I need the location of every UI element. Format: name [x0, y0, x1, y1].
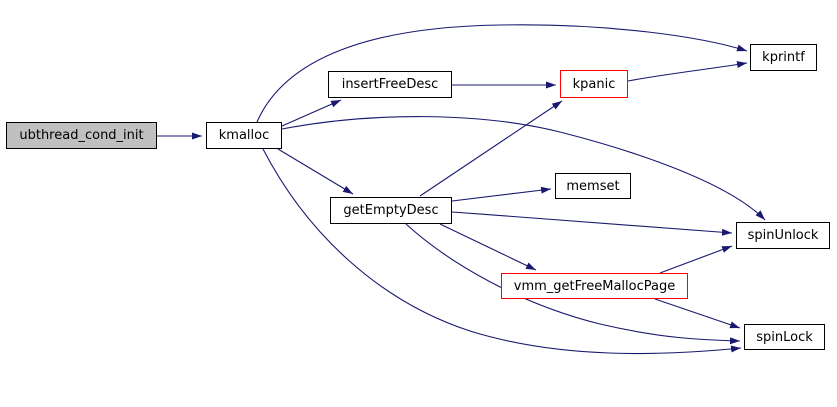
edge-vmm_getFreeMallocPage-to-spinLock	[654, 298, 741, 329]
node-insertFreeDesc[interactable]: insertFreeDesc	[328, 71, 452, 98]
edge-getEmptyDesc-to-vmm_getFreeMallocPage	[439, 223, 537, 271]
node-spinUnlock[interactable]: spinUnlock	[736, 222, 830, 249]
edge-vmm_getFreeMallocPage-to-spinUnlock	[659, 245, 733, 274]
edge-getEmptyDesc-to-memset	[451, 186, 552, 202]
edge-kmalloc-to-spinLock	[262, 148, 742, 355]
edge-kmalloc-to-insertFreeDesc	[281, 99, 342, 127]
node-memset[interactable]: memset	[555, 173, 631, 199]
edge-getEmptyDesc-to-spinLock	[405, 223, 741, 345]
node-kpanic[interactable]: kpanic	[560, 70, 628, 98]
node-kprintf[interactable]: kprintf	[750, 44, 817, 71]
node-spinLock[interactable]: spinLock	[744, 324, 825, 350]
edge-getEmptyDesc-to-spinUnlock	[451, 211, 733, 236]
node-getEmptyDesc[interactable]: getEmptyDesc	[330, 197, 452, 224]
node-vmm_getFreeMallocPage[interactable]: vmm_getFreeMallocPage	[501, 273, 688, 299]
edge-kmalloc-to-spinUnlock	[281, 116, 766, 221]
node-ubthread_cond_init: ubthread_cond_init	[6, 122, 157, 149]
edge-getEmptyDesc-to-kpanic	[419, 100, 563, 197]
edge-kmalloc-to-getEmptyDesc	[277, 148, 354, 195]
node-kmalloc[interactable]: kmalloc	[206, 122, 282, 149]
edge-kpanic-to-kprintf	[627, 61, 748, 82]
edge-kmalloc-to-kprintf	[256, 24, 748, 123]
